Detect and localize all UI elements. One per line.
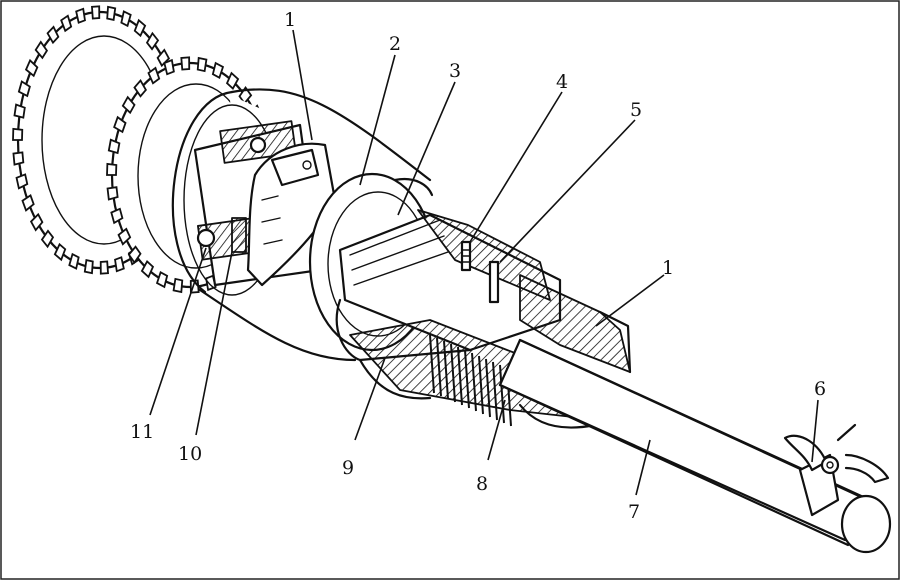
serration-line — [443, 340, 449, 400]
serration-line — [499, 364, 505, 424]
callout-3: 3 — [449, 60, 461, 82]
callout-7: 7 — [628, 501, 640, 523]
gear-tooth — [110, 207, 124, 225]
gear-tooth — [133, 78, 147, 98]
gear-tooth — [29, 212, 44, 232]
leader-11 — [149, 247, 207, 416]
gear-tooth — [34, 40, 49, 60]
leader-10 — [195, 251, 233, 436]
leader-5 — [499, 119, 636, 263]
leader-9 — [354, 357, 386, 441]
gear-tooth — [133, 18, 147, 38]
gear-tooth — [107, 138, 121, 155]
gear-tooth — [15, 173, 29, 190]
gear-tooth — [121, 95, 136, 115]
clutch-ring — [246, 142, 337, 287]
wing-clamp — [783, 423, 890, 517]
callout-10: 10 — [178, 443, 202, 465]
serration-line — [464, 349, 470, 409]
gear-tooth — [225, 71, 240, 91]
gear-tooth — [196, 56, 208, 73]
callout-11: 11 — [130, 421, 154, 443]
gear-tooth — [113, 115, 127, 134]
gear-tooth — [106, 5, 117, 21]
gear-tooth — [156, 48, 171, 68]
callout-9: 9 — [342, 457, 354, 479]
gear-tooth — [53, 242, 67, 262]
gear-tooth — [12, 127, 24, 141]
serration-line — [450, 343, 456, 403]
gear-tooth — [21, 194, 35, 212]
leader-6 — [811, 399, 819, 463]
pin-5 — [488, 260, 500, 304]
gear-tooth — [180, 56, 191, 71]
gear-tooth — [140, 259, 155, 279]
bearing-ball-upper — [249, 136, 267, 154]
key-pin — [231, 217, 247, 253]
bearing-ball-lower — [196, 228, 216, 248]
gear-tooth — [155, 270, 169, 289]
leader-lines — [149, 29, 819, 496]
gear-tooth — [99, 260, 109, 275]
gear-tooth — [172, 277, 184, 294]
leader-4 — [469, 91, 563, 243]
serration-line — [436, 337, 442, 397]
callout-8: 8 — [476, 473, 488, 495]
leader-3 — [397, 81, 456, 216]
gear-tooth — [13, 103, 26, 119]
callout-4: 4 — [556, 71, 568, 93]
callout-2: 2 — [389, 33, 401, 55]
gear-tooth — [17, 80, 31, 98]
serration-line — [478, 355, 484, 415]
gear-tooth — [75, 7, 86, 24]
serration-line — [492, 361, 498, 421]
gear-tooth — [40, 229, 55, 249]
gear-tooth — [46, 25, 60, 45]
gear-tooth — [68, 252, 80, 270]
gear-tooth — [60, 14, 73, 33]
shaft-end-face — [840, 494, 892, 554]
leader-8 — [487, 399, 506, 461]
serration-line — [429, 334, 435, 394]
gear-tooth — [114, 256, 125, 273]
leader-7 — [635, 439, 651, 496]
gear-tooth — [211, 61, 225, 80]
gear-tooth — [117, 227, 132, 246]
pin-ring — [417, 209, 551, 304]
serration-line — [485, 358, 491, 418]
gear-tooth — [24, 58, 39, 78]
leader-1a — [292, 29, 313, 141]
leader-2 — [359, 54, 396, 186]
callout-labels: 1 2 3 4 5 1 6 7 8 9 10 11 — [130, 9, 826, 523]
output-shaft — [498, 338, 892, 554]
gear-tooth — [91, 5, 101, 20]
callout-1a: 1 — [284, 9, 296, 31]
gear-tooth — [147, 66, 161, 85]
gear-tooth — [127, 245, 142, 265]
gear-tooth — [106, 186, 119, 201]
callout-6: 6 — [814, 378, 826, 400]
gear-tooth — [106, 162, 118, 176]
callout-5: 5 — [630, 99, 642, 121]
leader-1b — [595, 274, 665, 327]
callout-1b: 1 — [662, 257, 674, 279]
gear-tooth — [12, 151, 25, 166]
serration-line — [457, 346, 463, 406]
gear-tooth — [83, 259, 94, 275]
serration-line — [471, 352, 477, 412]
gear-tooth — [145, 31, 160, 51]
gear-tooth — [163, 58, 175, 76]
gear-tooth — [120, 10, 132, 28]
